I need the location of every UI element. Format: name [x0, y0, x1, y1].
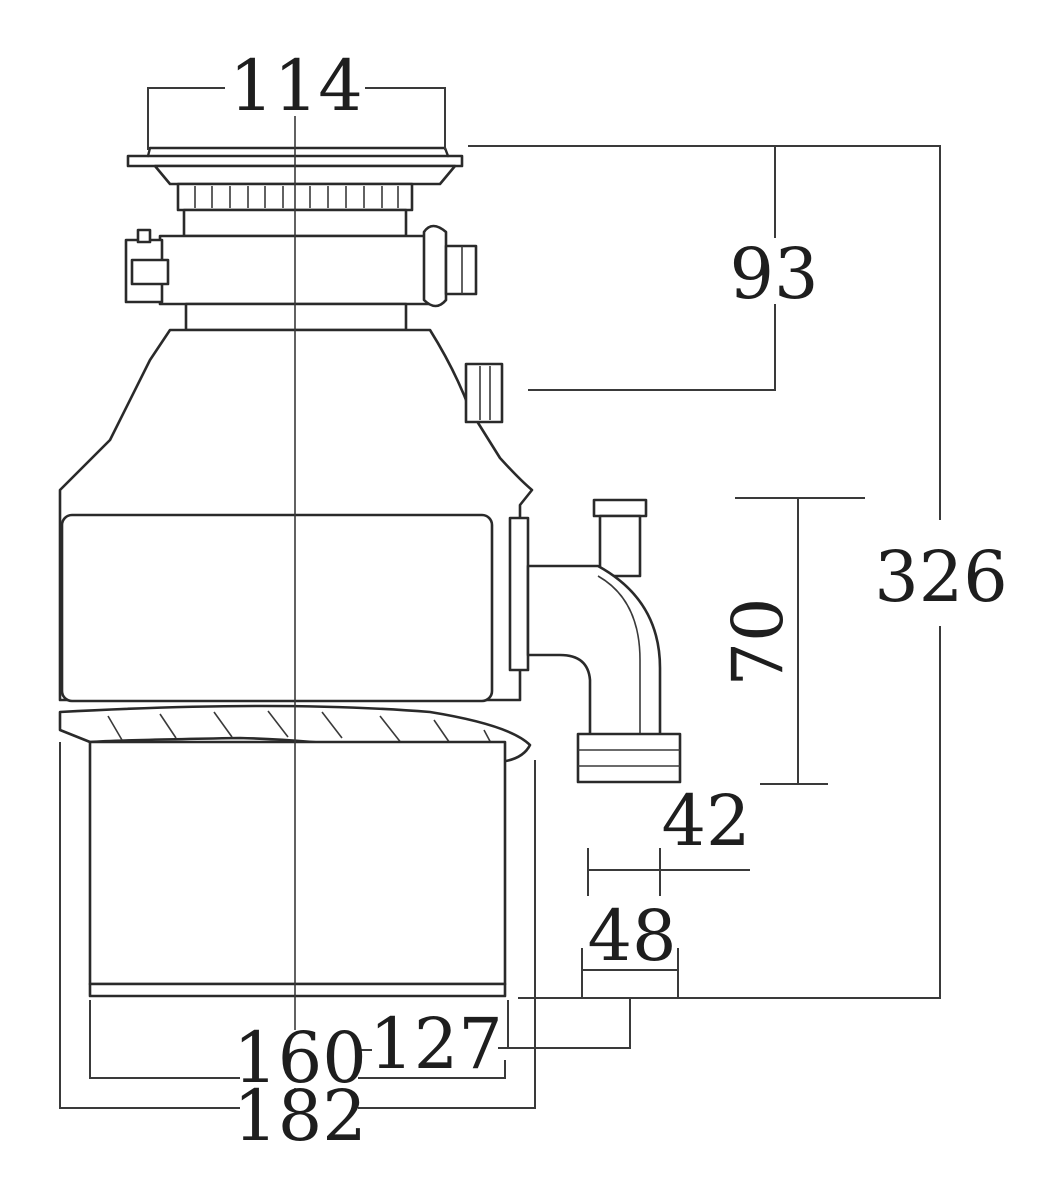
- dim-127-label: 127: [369, 1003, 503, 1085]
- dim-326-label: 326: [874, 536, 1008, 618]
- dim-70-label: 70: [717, 597, 799, 686]
- dim-160-label: 160: [233, 1017, 367, 1099]
- dim-48-label: 48: [587, 895, 676, 977]
- body-panel: [60, 513, 494, 703]
- dimension-labels: 114 93 326 70 42 48 127 160 182: [229, 45, 1008, 1157]
- inlet-port: [464, 362, 504, 424]
- dim-42-label: 42: [661, 780, 750, 862]
- dimension-lines: [59, 87, 941, 1109]
- discharge-elbow: [508, 498, 682, 784]
- dim-182-label: 182: [233, 1075, 367, 1157]
- motor-housing: [88, 740, 507, 998]
- dim-93-label: 93: [729, 233, 818, 315]
- mounting-ring: [124, 224, 478, 332]
- dim-114-label: 114: [229, 45, 363, 127]
